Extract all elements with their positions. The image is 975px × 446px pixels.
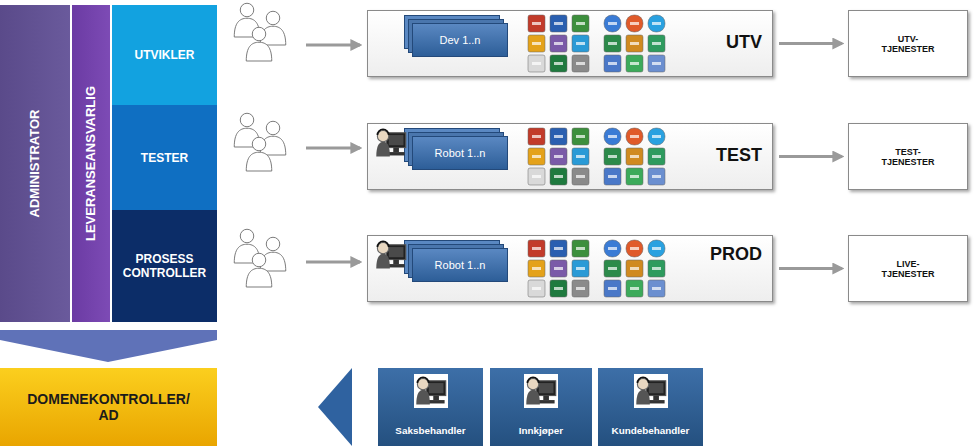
robot-icon <box>414 374 448 408</box>
node-label: PROSESS CONTROLLER <box>116 252 213 280</box>
role-tile: Innkjøper <box>490 368 592 446</box>
node-label: Robot 1..n <box>435 147 486 159</box>
role-tile: Saksbehandler <box>378 368 483 446</box>
directory-box: DOMENEKONTROLLER/ AD <box>0 368 217 446</box>
role-box: TESTER <box>112 105 217 210</box>
node-label: Saksbehandler <box>378 425 483 436</box>
environment-box: PROD Robot 1..n <box>367 235 773 302</box>
dev-box: Dev 1..n <box>412 23 508 57</box>
node-label: Robot 1..n <box>435 259 486 271</box>
environment-box: TEST Robot 1..n <box>367 123 773 190</box>
node-label: PROD <box>710 244 762 265</box>
service-box: LIVE- TJENESTER <box>848 235 968 302</box>
robot-box: Robot 1..n <box>412 248 508 282</box>
left-arrow <box>318 368 352 446</box>
node-label: Kundebehandler <box>598 425 703 436</box>
flow-arrow <box>779 267 842 270</box>
robot-icon <box>524 374 558 408</box>
person-group <box>234 3 286 287</box>
role-tile: Kundebehandler <box>598 368 703 446</box>
node-label: TEST- TJENESTER <box>877 147 939 167</box>
robot-icon <box>634 374 668 408</box>
flow-arrow <box>779 42 842 45</box>
node-label: Dev 1..n <box>440 34 481 46</box>
app-icons <box>524 237 674 301</box>
robot-icon <box>374 238 408 272</box>
node-label: UTV <box>726 32 762 53</box>
app-icons <box>524 125 674 189</box>
node-label: LIVE- TJENESTER <box>877 259 939 279</box>
node-label: UTVIKLER <box>135 48 195 62</box>
node-label: TESTER <box>141 151 188 165</box>
role-band: LEVERANSEANSVARLIG <box>72 5 110 322</box>
node-label: UTV- TJENESTER <box>877 34 939 54</box>
node-label: TEST <box>716 145 762 166</box>
role-box: UTVIKLER <box>112 5 217 105</box>
app-icons <box>524 12 674 76</box>
node-label: LEVERANSEANSVARLIG <box>84 86 99 241</box>
service-box: UTV- TJENESTER <box>848 10 968 77</box>
robot-icon <box>374 126 408 160</box>
robot-box: Robot 1..n <box>412 136 508 170</box>
environment-box: UTV Dev 1..n <box>367 10 773 77</box>
node-label: DOMENEKONTROLLER/ AD <box>24 391 194 423</box>
admin-band: ADMINISTRATOR <box>0 5 70 322</box>
node-label: Innkjøper <box>490 425 592 436</box>
down-chevron <box>0 330 217 362</box>
person-arrows <box>306 45 360 262</box>
role-box: PROSESS CONTROLLER <box>112 210 217 322</box>
service-box: TEST- TJENESTER <box>848 123 968 190</box>
flow-arrow <box>779 155 842 158</box>
node-label: ADMINISTRATOR <box>28 110 43 218</box>
